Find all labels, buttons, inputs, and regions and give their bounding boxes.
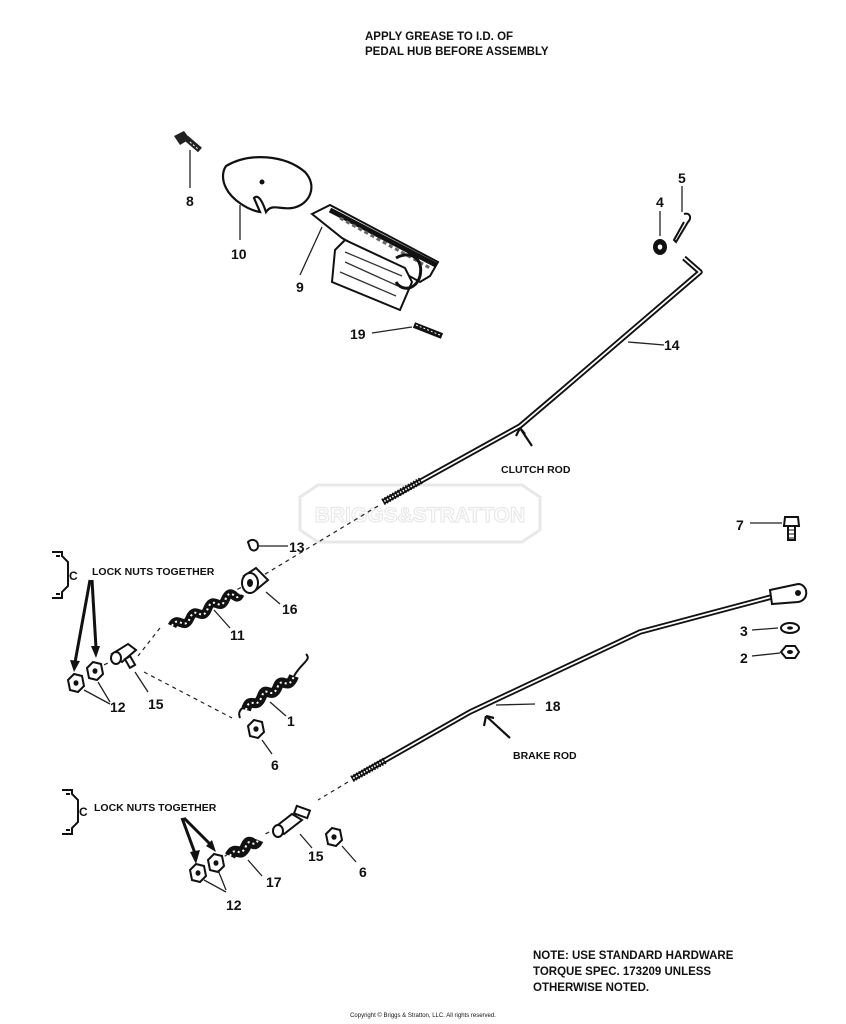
callout-9: 9 [296,279,304,295]
callout-14: 14 [664,337,680,353]
swivel-15-upper-part [110,642,149,693]
hardware-note-line2: TORQUE SPEC. 173209 UNLESS [533,966,712,978]
assembly-lines-upper [91,505,379,719]
washer-3-part [751,622,800,634]
callout-12-lower: 12 [226,897,242,913]
callout-2: 2 [740,650,748,666]
part-callouts: 8 10 9 19 4 5 14 7 3 2 18 13 16 11 1 15 … [110,170,748,913]
brake-rod-label: BRAKE ROD [513,750,577,762]
lock-nuts-12-lower-part [188,852,227,893]
c-marker-lower: C [62,789,216,864]
callout-12-upper: 12 [110,699,126,715]
callout-7: 7 [736,517,744,533]
callout-10: 10 [231,246,247,262]
extension-spring-1-part [238,653,309,719]
grease-note-line2: PEDAL HUB BEFORE ASSEMBLY [365,46,549,58]
pedal-pad-10-part [221,156,313,240]
c-marker-upper: C [52,551,100,672]
cotter-pin-13-part [246,538,288,552]
spring-11-part [167,589,245,629]
washer-4-part [653,211,667,255]
callout-15-lower: 15 [308,848,324,864]
grease-note-line1: APPLY GREASE TO I.D. OF [365,31,514,43]
bushing-16-part [241,566,281,605]
copyright-text: Copyright © Briggs & Stratton, LLC. All … [350,1013,496,1019]
brand-watermark: BRIGGS&STRATTON [298,483,542,544]
callout-17: 17 [266,874,282,890]
bolt-7-part [750,516,801,541]
c-marker-upper-text: C [69,569,78,583]
lock-nuts-12-upper-part [66,660,111,705]
nut-6-lower-part [324,826,357,863]
watermark-text: BRIGGS&STRATTON [315,504,525,527]
callout-18: 18 [545,698,561,714]
callout-1: 1 [287,713,295,729]
text-labels: CLUTCH ROD BRAKE ROD LOCK NUTS TOGETHER … [92,464,577,814]
callout-19: 19 [350,326,366,342]
callout-5: 5 [678,170,686,186]
clutch-rod-14-part [381,255,703,506]
hardware-note-line1: NOTE: USE STANDARD HARDWARE [533,950,734,962]
callout-15-upper: 15 [148,696,164,712]
nut-6-upper-part [246,718,273,755]
hardware-note-line3: OTHERWISE NOTED. [533,982,650,994]
callout-6-lower: 6 [359,864,367,880]
nut-2-part [751,645,801,659]
lock-nuts-lower-label: LOCK NUTS TOGETHER [94,802,217,814]
cotter-pin-5-part [672,186,692,244]
callout-11: 11 [230,627,245,643]
callout-6-upper: 6 [271,757,279,773]
lock-nuts-upper-label: LOCK NUTS TOGETHER [92,566,215,578]
callout-4: 4 [656,194,664,210]
callout-3: 3 [740,623,748,639]
spring-17-part [225,836,264,877]
c-marker-lower-text: C [79,805,88,819]
callout-8: 8 [186,193,194,209]
pedal-9-part [299,203,440,312]
brake-rod-18-part [350,582,808,783]
swivel-15-lower-part [272,804,313,849]
grease-note: APPLY GREASE TO I.D. OF PEDAL HUB BEFORE… [365,30,549,60]
clutch-rod-label: CLUTCH ROD [501,464,571,476]
bolt-8-part [174,131,202,188]
hardware-note: NOTE: USE STANDARD HARDWARE TORQUE SPEC.… [533,948,733,996]
spring-pin-19-part [371,322,444,339]
callout-13: 13 [289,539,305,555]
callout-16: 16 [282,601,298,617]
